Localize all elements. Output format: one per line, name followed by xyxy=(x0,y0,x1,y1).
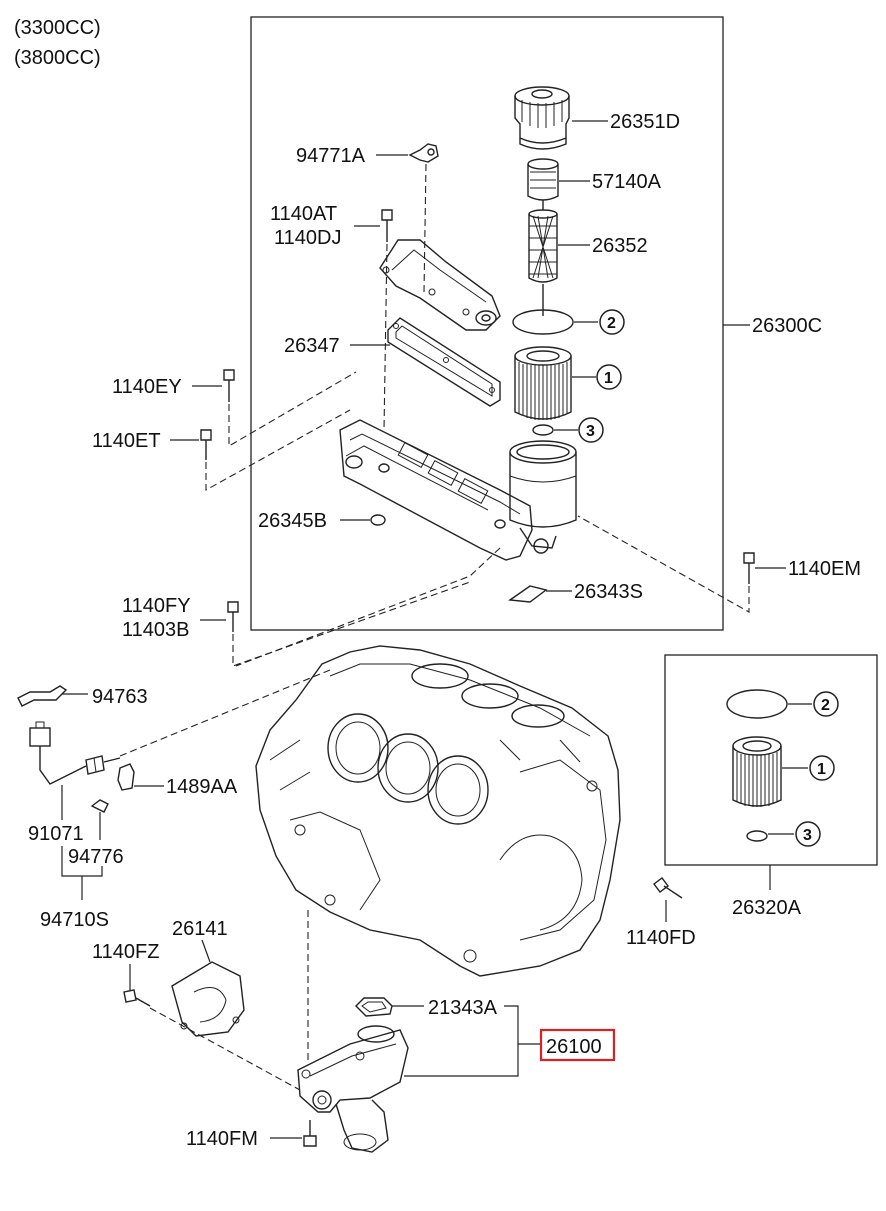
bolt-1140ey-drawing xyxy=(223,369,235,402)
label-1140fm[interactable]: 1140FM xyxy=(186,1128,258,1150)
label-26352[interactable]: 26352 xyxy=(592,235,648,257)
label-26347[interactable]: 26347 xyxy=(284,335,340,357)
clip-94776 xyxy=(90,799,109,813)
callout-2-main[interactable]: 2 xyxy=(607,315,616,332)
label-94763[interactable]: 94763 xyxy=(92,686,148,708)
label-94710s[interactable]: 94710S xyxy=(40,909,109,931)
label-26345b[interactable]: 26345B xyxy=(258,510,327,532)
kit-filter-cartridge-drawing xyxy=(732,736,782,807)
bolt-1140fd-drawing xyxy=(653,877,683,899)
filter-housing-drawing xyxy=(509,440,577,554)
kit-o-ring-large xyxy=(726,689,788,719)
o-ring-large xyxy=(512,309,574,335)
label-1140fy[interactable]: 1140FY xyxy=(122,595,191,617)
label-26141[interactable]: 26141 xyxy=(172,918,228,940)
label-94771a[interactable]: 94771A xyxy=(296,145,366,167)
oil-cooler-body-drawing xyxy=(339,419,533,561)
cover-26141-drawing xyxy=(171,961,245,1037)
label-94776[interactable]: 94776 xyxy=(68,846,124,868)
filter-valve-drawing xyxy=(527,158,559,210)
oil-filter-cap-drawing xyxy=(514,86,570,150)
label-11403b[interactable]: 11403B xyxy=(122,619,189,641)
label-21343a[interactable]: 21343A xyxy=(428,997,498,1019)
bolt-1140at-drawing xyxy=(381,209,393,242)
oil-filter-cartridge-drawing xyxy=(514,346,572,420)
bolt-1140em-drawing xyxy=(743,552,755,584)
oil-pump-drawing xyxy=(297,1025,409,1153)
label-26300c[interactable]: 26300C xyxy=(752,315,822,337)
oil-filter-module-box xyxy=(250,16,724,631)
label-1489aa[interactable]: 1489AA xyxy=(166,776,238,798)
variant-3300cc: (3300CC) xyxy=(14,17,101,39)
label-26320a[interactable]: 26320A xyxy=(732,897,802,919)
bolt-1140fm-drawing xyxy=(303,1120,317,1147)
label-1140dj[interactable]: 1140DJ xyxy=(274,227,341,249)
label-26100[interactable]: 26100 xyxy=(546,1036,602,1058)
label-1140em[interactable]: 1140EM xyxy=(788,558,861,580)
label-1140at[interactable]: 1140AT xyxy=(270,203,337,225)
callout-2-kit[interactable]: 2 xyxy=(821,697,830,714)
highlight-box-26100 xyxy=(539,1028,616,1062)
bolt-1140et-drawing xyxy=(200,429,212,460)
gasket-26347-drawing xyxy=(387,317,501,407)
kit-o-ring-small xyxy=(746,830,768,842)
callout-1-kit[interactable]: 1 xyxy=(817,761,826,778)
label-1140et[interactable]: 1140ET xyxy=(92,430,161,452)
clip-94763 xyxy=(17,685,68,707)
label-26351d[interactable]: 26351D xyxy=(610,111,680,133)
label-26343s[interactable]: 26343S xyxy=(574,581,643,603)
label-1140fd[interactable]: 1140FD xyxy=(626,927,696,949)
gasket-21343a-drawing xyxy=(355,997,393,1017)
cover-plate-drawing xyxy=(379,239,501,331)
oil-pressure-sensor-drawing xyxy=(29,721,121,785)
filter-element-drawing xyxy=(528,209,558,316)
filter-kit-box xyxy=(664,654,878,866)
part-26343s xyxy=(508,585,548,603)
label-1140fz[interactable]: 1140FZ xyxy=(92,941,159,963)
label-1140ey[interactable]: 1140EY xyxy=(112,376,182,398)
plug-26345b xyxy=(370,514,386,526)
label-57140a[interactable]: 57140A xyxy=(592,171,662,193)
variant-3800cc: (3800CC) xyxy=(14,47,101,69)
callout-3-main[interactable]: 3 xyxy=(586,423,595,440)
engine-block-drawing xyxy=(255,645,621,977)
clip-1489aa xyxy=(117,763,135,791)
callout-3-kit[interactable]: 3 xyxy=(803,827,812,844)
callout-1-main[interactable]: 1 xyxy=(604,370,613,387)
o-ring-small xyxy=(532,424,554,436)
bolt-1140fy-drawing xyxy=(227,601,239,632)
bolt-1140fz-drawing xyxy=(123,989,151,1007)
label-91071[interactable]: 91071 xyxy=(28,823,84,845)
bracket-94771a-drawing xyxy=(408,143,439,163)
